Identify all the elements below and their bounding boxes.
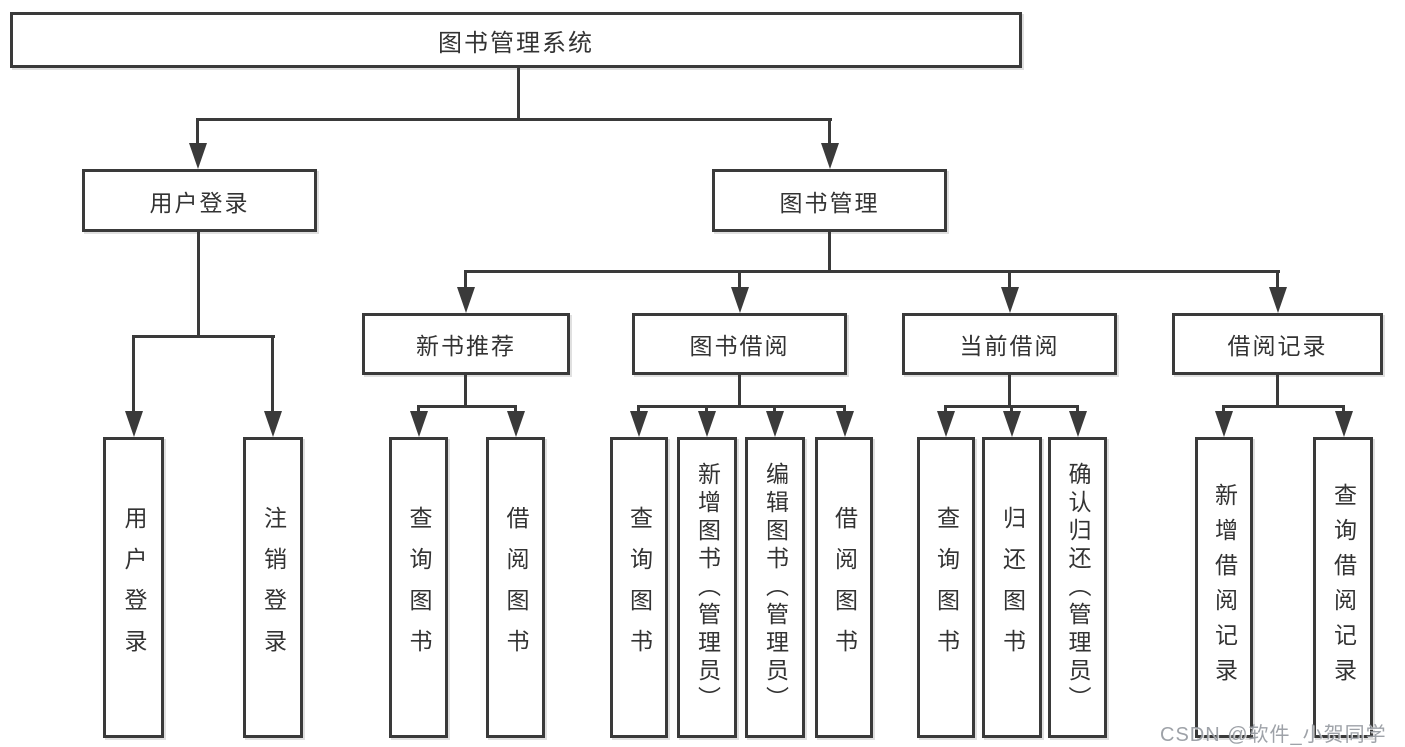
leaf-label: 查询图书 [406,505,432,670]
node-book-borrowing: 图书借阅 [632,313,847,375]
node-book-management: 图书管理 [712,169,947,232]
connector-current-borrow-stem [1008,374,1011,405]
leaf-label: 借阅图书 [831,505,858,670]
arrow-to-leaf-user-login [132,335,135,411]
leaf-query-books-current: 查询图书 [917,437,975,738]
arrow-to-leaf-logout [271,335,274,411]
arrow-to-borrowing-records [1276,270,1279,287]
leaf-label: 编辑图书（管理员） [762,461,789,714]
connector-user-login-bar [132,335,275,338]
leaf-label: 新增借阅记录 [1211,482,1238,693]
node-label: 图书管理系统 [438,29,594,57]
node-label: 用户登录 [149,189,250,216]
connector-root-stem [517,68,520,118]
leaf-label: 查询借阅记录 [1330,482,1357,693]
arrow-leaf [1076,405,1079,411]
arrow-leaf [773,405,776,411]
leaf-logout: 注销登录 [243,437,303,738]
connector-book-borrow-bar [637,405,846,408]
leaf-add-books-admin: 新增图书（管理员） [677,437,737,738]
arrow-to-book-borrowing [738,270,741,287]
node-borrowing-records: 借阅记录 [1172,313,1383,375]
node-label: 当前借阅 [959,333,1060,359]
leaf-borrow-books-recommend: 借阅图书 [486,437,545,738]
node-label: 图书管理 [779,189,880,216]
leaf-label: 借阅图书 [503,505,529,670]
arrow-leaf [637,405,640,411]
connector-borrow-record-bar [1222,405,1345,408]
node-label: 借阅记录 [1227,333,1328,359]
leaf-label: 确认归还（管理员） [1065,461,1091,714]
arrow-to-new-book-recommend [464,270,467,287]
leaf-edit-books-admin: 编辑图书（管理员） [745,437,805,738]
leaf-label: 注销登录 [260,505,287,670]
leaf-add-borrow-record: 新增借阅记录 [1195,437,1253,738]
node-current-borrowing: 当前借阅 [902,313,1117,375]
leaf-query-books-recommend: 查询图书 [389,437,448,738]
leaf-query-borrow-record: 查询借阅记录 [1313,437,1373,738]
connector-user-login-stem [197,232,200,335]
leaf-label: 用户登录 [121,505,147,670]
arrow-leaf [1010,405,1013,411]
arrow-leaf [705,405,708,411]
arrow-leaf [514,405,517,411]
arrow-to-book-management [828,118,831,143]
arrow-leaf [944,405,947,411]
node-user-login: 用户登录 [82,169,317,232]
leaf-confirm-return-admin: 确认归还（管理员） [1048,437,1107,738]
connector-new-book-bar [417,405,517,408]
leaf-label: 查询图书 [626,505,653,670]
arrow-leaf [417,405,420,411]
connector-level3-bar [464,270,1280,273]
arrow-leaf [1342,405,1345,411]
csdn-watermark: CSDN @软件_小贺同学 [1160,724,1387,746]
arrow-leaf [843,405,846,411]
leaf-return-books: 归还图书 [982,437,1042,738]
leaf-user-login: 用户登录 [103,437,164,738]
node-new-book-recommend: 新书推荐 [362,313,570,375]
leaf-query-books-borrow: 查询图书 [610,437,668,738]
connector-book-borrow-stem [738,374,741,405]
arrow-to-current-borrowing [1008,270,1011,287]
node-library-system: 图书管理系统 [10,12,1022,68]
leaf-borrow-books: 借阅图书 [815,437,873,738]
node-label: 图书借阅 [689,333,790,359]
arrow-leaf [1222,405,1225,411]
connector-new-book-stem [464,374,467,405]
connector-book-mgmt-stem [828,232,831,270]
leaf-label: 查询图书 [933,505,960,670]
leaf-label: 归还图书 [999,505,1026,670]
connector-borrow-record-stem [1276,374,1279,405]
arrow-to-user-login [196,118,199,143]
connector-level2-bar [196,118,832,121]
node-label: 新书推荐 [416,333,516,359]
leaf-label: 新增图书（管理员） [694,461,721,714]
